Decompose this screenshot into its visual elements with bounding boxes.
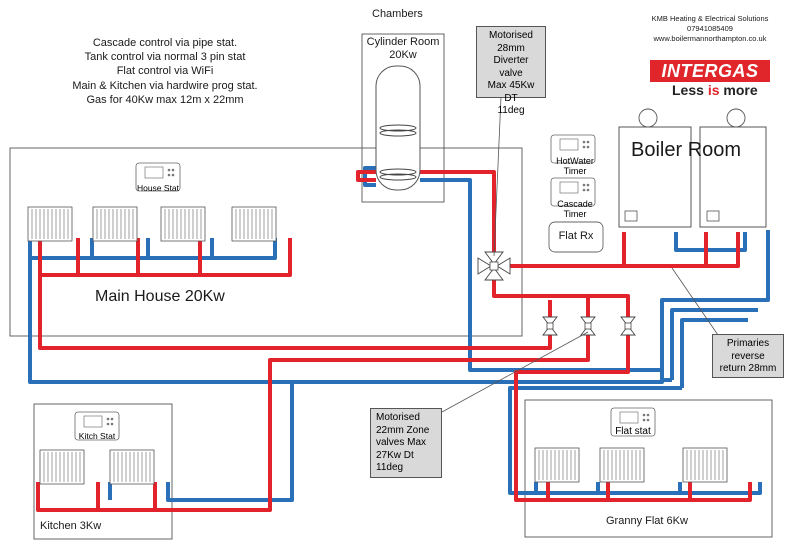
primaries-callout: Primaries reverse return 28mm: [712, 334, 784, 378]
boiler-right: [699, 108, 767, 228]
callout-line: 11deg: [376, 462, 404, 473]
radiator: [39, 449, 85, 485]
radiator: [160, 206, 206, 242]
main-house-outline: [9, 147, 523, 337]
flow-pipework: [36, 170, 752, 512]
diverter-callout: Motorised 28mm Diverter valve Max 45Kw D…: [476, 26, 546, 116]
callout-line: Max 45Kw DT: [487, 80, 535, 104]
kitchen-stat-label: Kitch Stat: [78, 431, 116, 441]
flat-rx-box: [548, 221, 604, 253]
radiator: [109, 449, 155, 485]
boiler-room-label: Boiler Room: [631, 139, 742, 161]
granny-flat-outline: [524, 399, 773, 538]
granny-flat-label: Granny Flat 6Kw: [606, 515, 688, 527]
company-name: KMB Heating & Electrical Solutions: [651, 14, 769, 23]
cylinder-room-outline: [361, 33, 445, 203]
house-stat-label: House Stat: [136, 183, 180, 193]
flat-stat-label: Flat stat: [615, 426, 651, 437]
radiator: [599, 447, 645, 483]
callout-line: 22mm Zone: [376, 424, 430, 436]
callout-line: Primaries: [726, 338, 770, 349]
design-notes: Cascade control via pipe stat. Tank cont…: [40, 36, 290, 107]
note-line: Gas for 40Kw max 12m x 22mm: [86, 93, 244, 106]
radiator: [92, 206, 138, 242]
zone-valve-3: [620, 316, 636, 336]
note-line: Main & Kitchen via hardwire prog stat.: [72, 79, 258, 92]
brand-tagline: Less is more: [672, 82, 758, 98]
callout-line: 27Kw Dt: [376, 449, 414, 461]
radiator: [27, 206, 73, 242]
radiator: [534, 447, 580, 483]
cylinder-room-rating: 20Kw: [389, 49, 417, 61]
zone-valves-callout: Motorised 22mm Zone valves Max 27Kw Dt 1…: [370, 408, 442, 478]
main-house-label: Main House 20Kw: [95, 288, 225, 305]
kitchen-label: Kitchen 3Kw: [40, 520, 102, 532]
callout-line: valves Max: [376, 437, 427, 448]
zone-leader: [441, 331, 589, 413]
tagline-part: more: [719, 82, 758, 98]
tagline-part: Less: [672, 82, 708, 98]
callout-line: Diverter valve: [493, 55, 529, 79]
diverter-leader: [493, 96, 502, 257]
note-line: Cascade control via pipe stat.: [92, 37, 238, 49]
chambers-label: Chambers: [372, 8, 423, 20]
cascade-timer-label: Cascade Timer: [557, 199, 593, 219]
radiator: [682, 447, 728, 483]
callout-line: return 28mm: [719, 363, 777, 374]
company-web: www.boilermannorthampton.co.uk: [653, 34, 767, 43]
flat-rx-label: Flat Rx: [558, 230, 594, 242]
radiator: [231, 206, 277, 242]
boiler-left: [618, 108, 692, 228]
callout-line: Motorised: [489, 30, 533, 41]
callout-line: 11deg: [497, 105, 525, 116]
kitchen-outline: [33, 403, 173, 540]
company-info: KMB Heating & Electrical Solutions 07941…: [648, 14, 772, 44]
diverter-valve: [477, 251, 511, 281]
company-phone: 07941085409: [687, 24, 733, 33]
note-line: Tank control via normal 3 pin stat: [84, 51, 246, 64]
note-line: Flat control via WiFi: [116, 65, 214, 78]
callout-line: Motorised: [376, 412, 420, 423]
callout-line: 28mm: [497, 42, 525, 54]
cylinder-room-label: Cylinder Room 20Kw: [362, 36, 444, 62]
intergas-logo: INTERGAS: [650, 60, 770, 82]
return-pipework: [28, 166, 770, 502]
hot-water-timer-label: HotWater Timer: [556, 156, 594, 176]
primaries-leader: [671, 267, 719, 336]
zone-valve-1: [542, 316, 558, 336]
tagline-part: is: [707, 82, 720, 98]
callout-line: reverse: [731, 350, 765, 362]
hot-water-cylinder: [375, 65, 421, 191]
cylinder-room-title: Cylinder Room: [366, 36, 440, 48]
